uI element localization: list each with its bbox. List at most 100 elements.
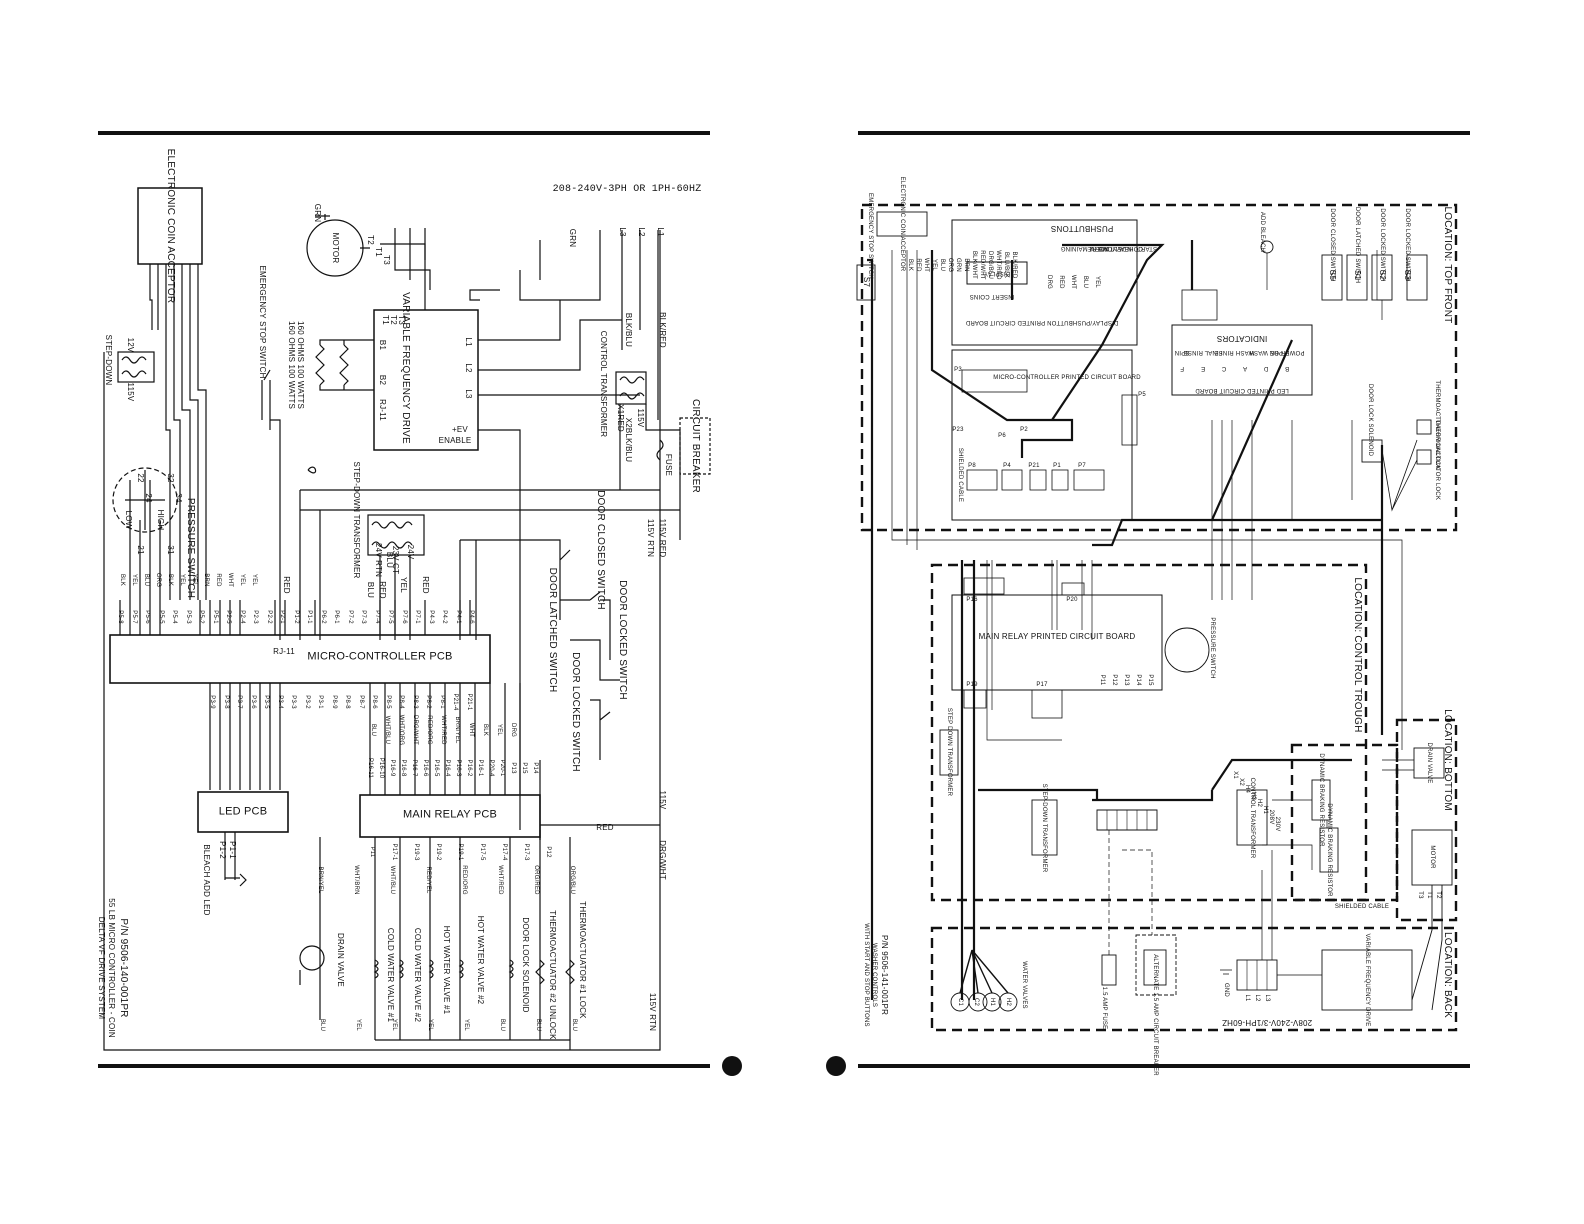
water-valves-label: WATER VALVES (1021, 961, 1027, 1009)
micro-wire-color-label: BLK (119, 574, 125, 586)
valve-return-wire-label: BLU (535, 1018, 541, 1032)
small-step-down-12v: 12V (126, 337, 135, 353)
relay-top-pin-label: P16-8 (400, 759, 406, 777)
control-transformer-label: CONTROL TRANSFORMER (599, 330, 608, 438)
motor-label: MOTOR (331, 232, 340, 264)
pushbutton-pin-label: WHT (1070, 274, 1076, 290)
pressure-switch-pin-24: 24 (144, 493, 153, 503)
micro-board-label: MICRO-CONTROLLER PRINTED CIRCUIT BOARD (993, 375, 1141, 381)
relay-top-pin-label: P20-4 (488, 759, 494, 777)
micro-top-pin-label: P1-1 (306, 610, 312, 624)
pushbutton-pin-label: YEL (1094, 276, 1100, 288)
harness-wire-color: BLK/WHT (971, 250, 977, 280)
rtn-115v-label: 115V RTN (646, 518, 655, 558)
relay-pin-label: P19-3 (413, 843, 419, 861)
motor-lead-t1: T1 (374, 247, 383, 257)
relay-wire-label: RED/ORG (426, 715, 432, 745)
cold-water-valve-1-label: COLD WATER VALVE #1 (386, 927, 395, 1023)
location-bottom: LOCATION: BOTTOM (1442, 709, 1453, 811)
line-terminal-label: L3 (1264, 994, 1270, 1002)
micro-top-pin-label: P6-2 (319, 610, 326, 624)
relay-wire-label: BLK (482, 724, 488, 736)
right-schematic-page: LOCATION: TOP FRONT LOCATION: CONTROL TR… (792, 0, 1584, 1224)
drg-wht-wire: DRG/WHT (658, 840, 667, 880)
step-down-wire-4: BLU (385, 551, 394, 569)
relay-wire-label: BLU (370, 723, 376, 737)
pushbutton-pin-label: RED (1058, 275, 1064, 289)
micro-wire-color-label: RED (215, 573, 221, 587)
micro-bottom-pin-label: P8-7 (357, 695, 364, 709)
micro-bottom-pin-label: P3-8 (222, 695, 229, 709)
micro-wire-color-label: YEL (191, 574, 197, 586)
indicator-label: WASH (1235, 349, 1255, 355)
vfd-l2: L2 (464, 363, 473, 373)
harness-wire-color: BLU/BLK (1003, 251, 1009, 279)
dynamic-braking-resistor-2: DYNAMIC BRAKING RESISTOR (1326, 803, 1332, 897)
pushbuttons-label: PUSHBUTTONS (1050, 224, 1114, 233)
motor-lead-label: T3 (1417, 891, 1423, 899)
micro-p5: P5 (1138, 392, 1146, 398)
step-down-wire-5: BLU (366, 581, 375, 599)
micro-wire-color-label: YEL (179, 574, 185, 586)
left-part-number: P/N 9506-140-001PR (118, 918, 129, 1018)
thermoactuator-unlock-label: THERMOACTUATOR #2 UNLOCK (548, 910, 557, 1040)
micro-wire-color-label: WHT (227, 572, 233, 588)
location-back: LOCATION: BACK (1442, 932, 1453, 1018)
harness-wire-color: DRG/BLU (987, 250, 993, 280)
door-closed-switch-label: DOOR CLOSED SWITCH (595, 490, 606, 610)
right-emergency-stop: EMERGENCY STOP SWITCH (867, 193, 873, 279)
control-transformer-115v: 115V (636, 408, 645, 428)
relay-wire-label: DRG (510, 723, 516, 737)
right-bottom-rule (858, 1064, 1470, 1068)
alternate-breaker-label: ALTERNATE 1.5 AMP CIRCUIT BREAKER (1152, 954, 1158, 1076)
micro-bottom-pin-label: P3-3 (290, 695, 296, 709)
indicator-letter: E (1200, 365, 1206, 371)
vfd-t3: T3 (397, 315, 406, 325)
indicators-label: INDICATORS (1216, 334, 1268, 343)
right-wiring-drawing (856, 203, 1458, 1032)
micro-top-pin-label: P5-1 (211, 610, 218, 624)
relay-pin-label: P17-4 (501, 843, 507, 861)
supply-wire-blk-blu: BLK/BLU (624, 312, 633, 348)
door-switch-name: DOOR LOCKED SWITCH (1379, 208, 1385, 282)
micro-top-pin-label: P4-2 (441, 610, 447, 624)
valve-return-wire-label: BLU (571, 1018, 577, 1032)
left-wiring-drawing (103, 187, 711, 1051)
micro-wire-color-label: BRN (203, 573, 209, 587)
right-description-2: WITH START AND STOP BUTTONS (863, 923, 869, 1027)
step-down-wire-3: RED (378, 581, 387, 599)
relay-pin-label: P11 (369, 846, 375, 858)
fuse-label: FUSE (664, 453, 673, 477)
transformer-tap-label: 230V (1274, 816, 1280, 832)
vfd-b2: B2 (378, 374, 387, 386)
hot-water-valve-1-label: HOT WATER VALVE #1 (442, 925, 451, 1015)
door-switch-name: DOOR CLOSED SWITCH (1329, 208, 1335, 282)
relay-red-wire: RED (596, 823, 614, 832)
door-locked-switch-label-1: DOOR LOCKED SWITCH (617, 580, 628, 700)
harness-wire-color: BLK (907, 259, 913, 271)
left-description-2: DELTA VF DRIVE SYSTEM (97, 916, 106, 1020)
valve-return-wire-label: YEL (391, 1019, 397, 1031)
led-pin-2: P1-2 (218, 841, 227, 859)
main-relay-pcb-label: MAIN RELAY PCB (402, 808, 498, 821)
micro-top-pin-label: P6-1 (333, 610, 339, 624)
relay-pin-label: P17-1 (391, 843, 397, 861)
vfd-t2: T2 (389, 315, 398, 325)
pressure-switch-pin-21: 21 (136, 545, 145, 555)
relay-top-pin-label: P16-3 (455, 759, 461, 777)
micro-top-pin-label: P7-4 (373, 610, 380, 624)
micro-top-pin-label: P2-3 (252, 610, 258, 624)
vfd-l3: L3 (464, 389, 473, 399)
supply-ground-label: GRN (568, 228, 577, 248)
relay-top-pin-label: P16-2 (466, 759, 472, 777)
motor-lead-label: T2 (1435, 891, 1441, 899)
insert-coins-label: INSERT COINS (969, 293, 1015, 299)
braking-resistor-2: 160 OHMS 100 WATTS (287, 320, 296, 410)
valve-return-wire-label: YEL (427, 1019, 433, 1031)
control-transformer-x2: X2BLK/BLU (624, 417, 633, 463)
pushbutton-pin-label: BLU (1082, 275, 1088, 289)
small-step-down-115v: 115V (126, 382, 135, 402)
vfd-rj11: RJ-11 (378, 399, 387, 421)
vfd-enable: ENABLE (438, 436, 472, 445)
motor-lead-t3: T3 (382, 255, 391, 265)
